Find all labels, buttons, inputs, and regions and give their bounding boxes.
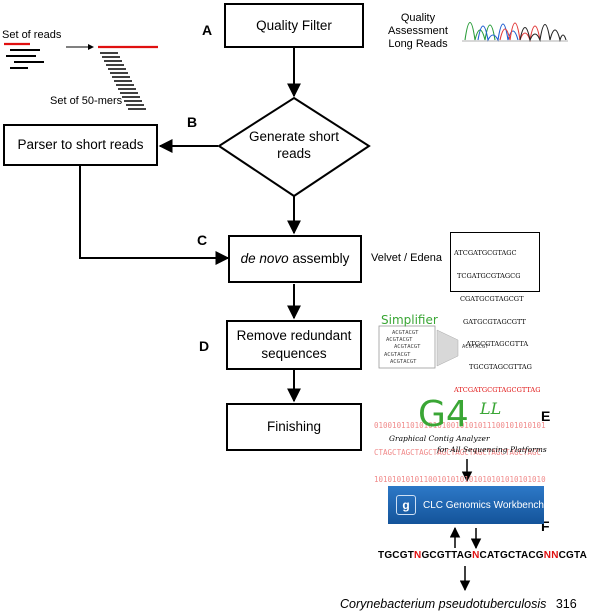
parser-box: Parser to short reads [3,124,158,166]
step-label-c: C [197,232,208,248]
clc-logo-text: CLC Genomics Workbench [423,499,544,511]
g4all-bg-row: 10101010101100101010101010101010101010 [374,475,546,484]
quality-filter-box: Quality Filter [224,3,364,48]
simplifier-title: Simplifier [381,313,438,327]
simplifier-seq-row: ACGTACGT [386,337,413,344]
chromatogram-icon [462,21,568,43]
set-of-50mers-caption: Set of 50-mers [50,95,123,107]
assembly-seq-row: TCGATGCGTAGCG [457,271,521,280]
finishing-label: Finishing [266,419,322,434]
remove-redundant-box: Remove redundant sequences [226,320,362,370]
simplifier-result: ACGTACGT [462,344,489,350]
assembly-box: de novo assembly [228,235,362,283]
quality-assessment-text: Quality Assessment [388,12,448,37]
velvet-edena-caption: Velvet / Edena [371,252,442,264]
assembly-consensus-row: ATCGATGCGTAGCGTTAG [454,385,541,394]
g4all-background-sequence: 01001011010101010010101011100101010101 C… [374,403,546,493]
set-of-reads-caption: Set of reads [2,29,62,41]
organism-name: Corynebacterium pseudotuberculosis [340,597,547,611]
svg-text:G4: G4 [418,394,469,435]
step-label-d: D [199,338,210,354]
assembly-seq-row: CGATGCGTAGCGT [460,294,524,303]
clc-logo-icon: g [396,495,416,515]
assembly-seq-row: ATGCGTAGCGTTA [466,340,529,349]
organism-caption: Corynebacterium pseudotuberculosis 316 [340,597,577,611]
simplifier-seq-row: ACGTACGT [384,351,411,358]
finished-sequence-text: TGCGTNGCGTTAGNCATGCTACGNNCGTA [378,550,588,561]
finished-sequence: TGCGTNGCGTTAGNCATGCTACGNNCGTA [378,550,587,561]
svg-text:LL: LL [479,399,501,418]
assembly-seq-row: TGCGTAGCGTTAG [469,363,532,372]
simplifier-seq-row: ACGTACGT [390,358,417,365]
long-reads-text: Long Reads [388,38,448,50]
g4all-bg-row: 01001011010101010010101011100101010101 [374,421,546,430]
assembly-seq-row: ATCGATGCGTAGC [454,249,517,258]
g4all-logo: G4 LL [418,394,501,435]
step-label-b: B [187,114,198,130]
page-number: 316 [555,597,577,611]
assembly-seq-row: GATGCGTAGCGTT [463,317,526,326]
simplifier-graphic [378,325,459,369]
assembly-sequences-panel: ATCGATGCGTAGC TCGATGCGTAGCG CGATGCGTAGCG… [450,232,540,393]
quality-filter-label: Quality Filter [256,17,332,33]
arrow-parser-to-assembly [79,166,230,265]
simplifier-sequence-list: ACGTACGT ACGTACGT ACGTACGT ACGTACGT ACGT… [384,330,421,366]
step-label-a: A [202,22,213,38]
reads-illustration [4,42,158,110]
clc-genomics-logo: g CLC Genomics Workbench [388,486,544,524]
assembly-label-rest: assembly [288,251,350,266]
assembly-label-italic: de novo [240,251,289,266]
remove-redundant-label: Remove redundant sequences [236,328,352,361]
generate-short-reads-label: Generate short reads [248,129,340,161]
g4all-bg-row: CTAGCTAGCTAGCTAGCTAGCTAGCTAGCTAGCTAGC [374,448,542,457]
step-label-f: F [541,518,550,534]
simplifier-seq-row: ACGTACGT [394,344,421,351]
generate-diamond-shape [217,96,371,198]
quality-assessment-caption: Quality Assessment Long Reads [372,12,464,51]
step-label-e: E [541,408,551,424]
simplifier-seq-row: ACGTACGT [392,330,419,336]
g4all-caption-line1: Graphical Contig Analyzer [389,434,490,443]
finishing-box: Finishing [226,403,362,451]
parser-label: Parser to short reads [17,137,144,152]
g4all-caption-line2: for All Sequencing Platforms [437,445,547,454]
